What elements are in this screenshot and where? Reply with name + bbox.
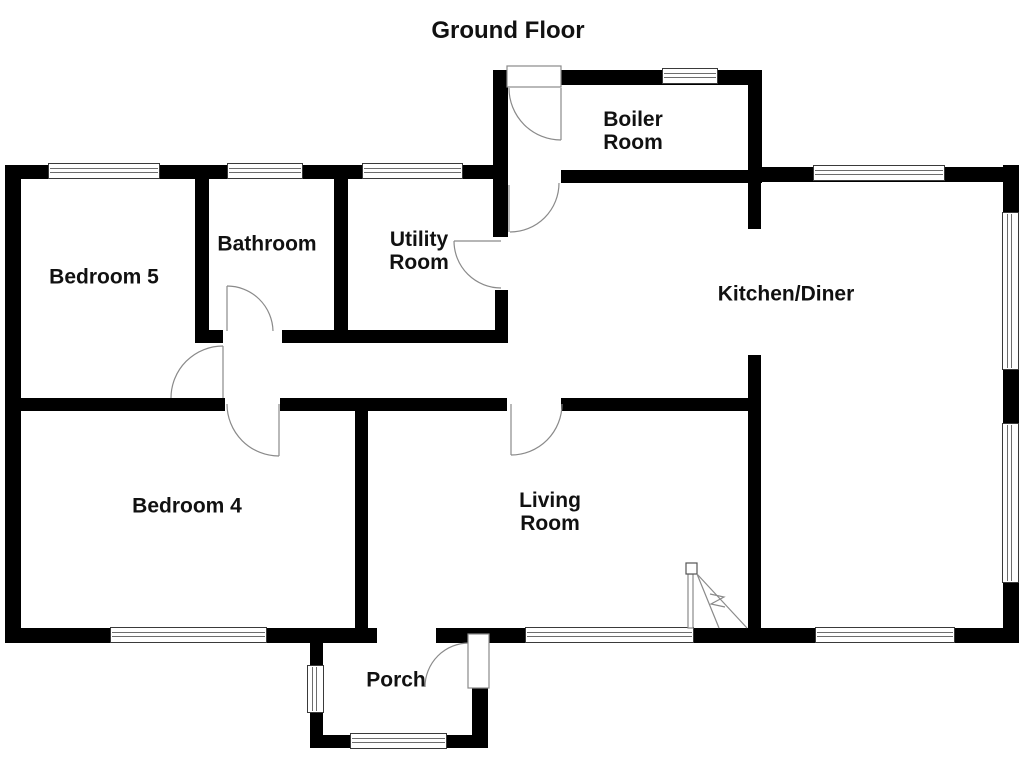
plan-title: Ground Floor: [431, 17, 585, 44]
wall: [561, 170, 762, 183]
door-leaf: [467, 633, 490, 689]
annotation-fan-line: [696, 573, 748, 629]
window: [110, 627, 267, 643]
door-arc: [226, 403, 280, 457]
wall: [1003, 370, 1019, 423]
wall: [1003, 165, 1019, 212]
door-arc: [453, 240, 502, 289]
window: [525, 627, 694, 643]
door-arc: [170, 345, 224, 399]
room-label-porch: Porch: [366, 668, 426, 692]
door-arc: [509, 182, 560, 233]
window: [1002, 212, 1019, 370]
wall: [280, 398, 507, 411]
room-label-bathroom: Bathroom: [217, 232, 317, 256]
wall: [748, 355, 761, 630]
window: [362, 163, 463, 179]
room-label-bedroom-5: Bedroom 5: [49, 265, 159, 289]
wall: [5, 398, 225, 411]
window: [662, 68, 718, 84]
annotation-post: [687, 573, 694, 629]
window: [350, 733, 447, 749]
wall: [561, 398, 757, 411]
wall: [493, 70, 508, 237]
room-label-utility-room: Utility Room: [389, 228, 449, 274]
wall: [334, 165, 348, 343]
wall: [195, 330, 223, 343]
wall: [355, 398, 368, 630]
wall: [748, 183, 761, 229]
zigzag-icon: [709, 593, 726, 608]
window: [1002, 423, 1019, 583]
window: [813, 165, 945, 181]
room-label-kitchen-diner: Kitchen/Diner: [717, 282, 855, 306]
door-arc: [424, 642, 470, 688]
room-label-living-room: Living Room: [519, 489, 581, 535]
window: [48, 163, 160, 179]
door-arc: [226, 285, 274, 332]
window: [307, 665, 324, 713]
annotation-square: [685, 562, 698, 575]
room-label-bedroom-4: Bedroom 4: [132, 494, 242, 518]
room-label-boiler-room: Boiler Room: [603, 108, 663, 154]
wall: [282, 330, 508, 343]
wall: [472, 688, 488, 748]
annotation-fan-line: [696, 573, 720, 629]
door-arc: [508, 87, 562, 141]
wall: [495, 290, 508, 343]
door-arc: [510, 403, 563, 456]
wall: [195, 165, 209, 343]
window: [227, 163, 303, 179]
window: [815, 627, 955, 643]
wall: [748, 70, 762, 183]
door-frame: [506, 65, 562, 88]
